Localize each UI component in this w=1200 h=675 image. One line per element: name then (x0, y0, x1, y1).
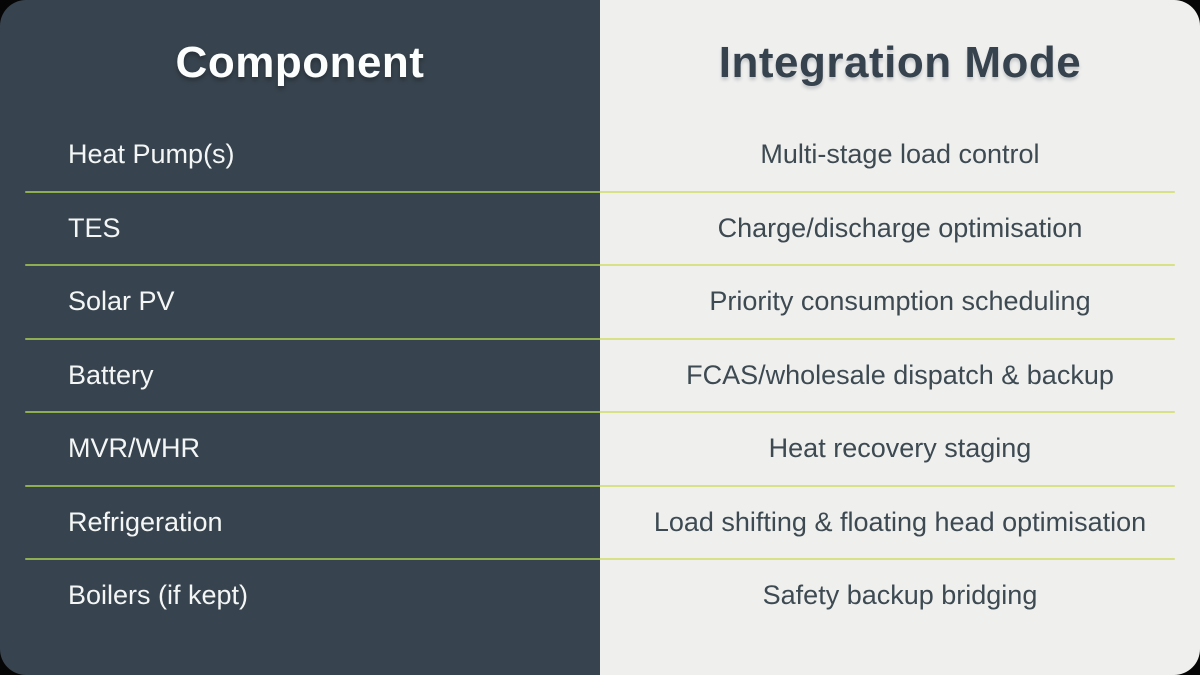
component-cell: Battery (68, 359, 154, 390)
table-row: Boilers (if kept) Safety backup bridging (0, 559, 1200, 633)
table-body: Heat Pump(s) Multi-stage load control TE… (0, 118, 1200, 633)
component-cell: Boilers (if kept) (68, 580, 249, 611)
table-row: MVR/WHR Heat recovery staging (0, 412, 1200, 487)
column-header-integration-mode: Integration Mode (718, 38, 1082, 87)
table-row: Solar PV Priority consumption scheduling (0, 265, 1200, 340)
integration-mode-cell: Safety backup bridging (762, 580, 1038, 611)
component-cell: Heat Pump(s) (68, 139, 235, 170)
component-cell: Refrigeration (68, 506, 223, 537)
component-cell: MVR/WHR (68, 433, 200, 464)
table-row: Refrigeration Load shifting & floating h… (0, 486, 1200, 560)
integration-mode-cell: FCAS/wholesale dispatch & backup (686, 359, 1114, 390)
integration-mode-cell: Priority consumption scheduling (709, 286, 1091, 317)
integration-mode-cell: Load shifting & floating head optimisati… (653, 506, 1147, 537)
component-cell: TES (68, 212, 121, 243)
table-header-row: Component Integration Mode (0, 0, 1200, 118)
integration-mode-cell: Charge/discharge optimisation (717, 212, 1083, 243)
table-row: TES Charge/discharge optimisation (0, 192, 1200, 266)
table-row: Battery FCAS/wholesale dispatch & backup (0, 339, 1200, 413)
integration-mode-cell: Multi-stage load control (760, 139, 1040, 170)
integration-mode-cell: Heat recovery staging (768, 433, 1032, 464)
column-header-component: Component (175, 38, 425, 87)
table-row: Heat Pump(s) Multi-stage load control (0, 118, 1200, 193)
component-cell: Solar PV (68, 286, 175, 317)
